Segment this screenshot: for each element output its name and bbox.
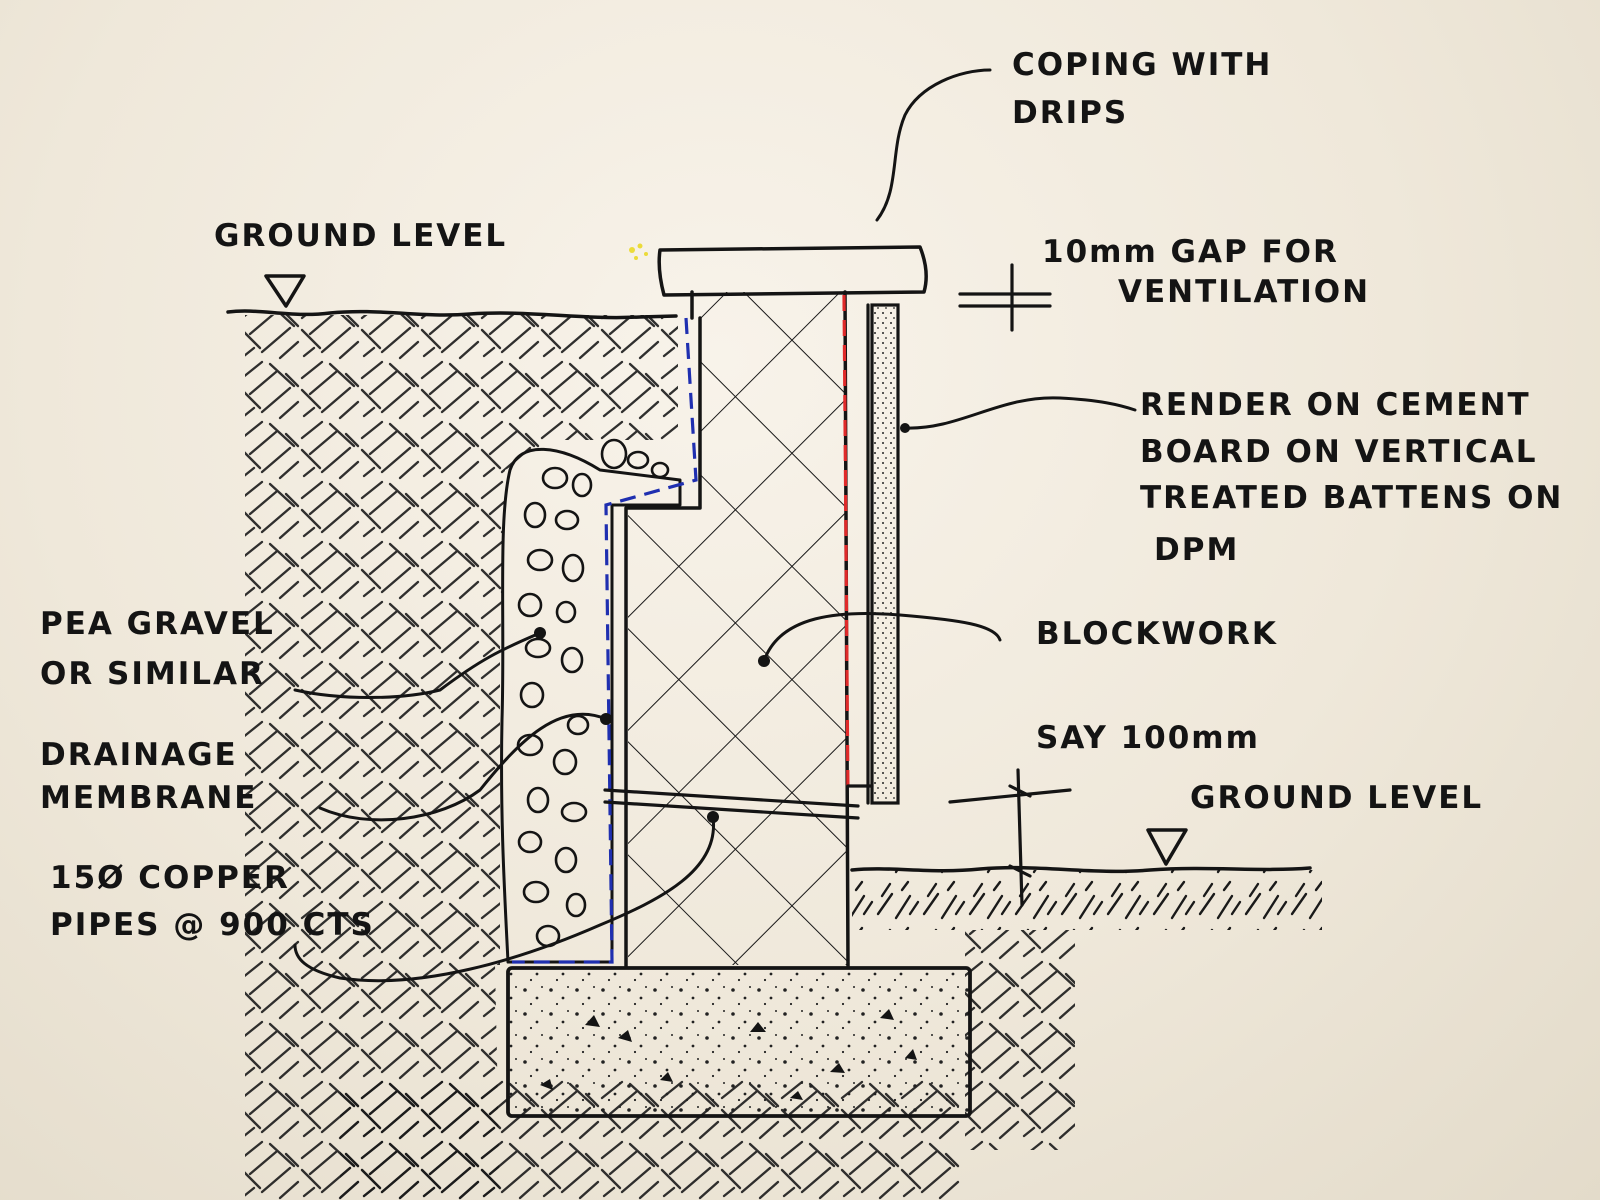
highlighter-marks — [629, 243, 648, 260]
blockwork-wall — [628, 292, 848, 965]
copper-pipe — [603, 788, 860, 820]
label-ground-level-upper: GROUND LEVEL — [214, 218, 507, 254]
label-render-line4: DPM — [1154, 532, 1239, 568]
label-ground-level-lower: GROUND LEVEL — [1190, 780, 1483, 816]
leader-pea-gravel — [293, 631, 542, 699]
label-pea-gravel-line2: OR SIMILAR — [40, 656, 265, 692]
ground-level-marker-lower — [1146, 828, 1188, 866]
ground-line-upper — [226, 309, 678, 320]
label-say-100mm: SAY 100mm — [1036, 720, 1260, 756]
label-pipes-line2: PIPES @ 900 CTS — [50, 907, 375, 943]
label-drainage-line2: MEMBRANE — [40, 780, 258, 816]
label-drainage-line1: DRAINAGE — [40, 737, 238, 773]
ventilation-gap-dimension — [958, 263, 1052, 332]
label-pea-gravel-line1: PEA GRAVEL — [40, 606, 275, 642]
label-coping-line1: COPING WITH — [1012, 47, 1272, 83]
ground-line-lower — [850, 865, 1312, 874]
coping-stone — [657, 245, 928, 297]
label-pipes-line1: 15Ø COPPER — [50, 860, 290, 896]
leader-lines — [293, 68, 1137, 983]
low-ground-hatch-deep — [965, 930, 1075, 1150]
leader-drainage — [318, 712, 608, 822]
label-render-line1: RENDER ON CEMENT — [1140, 387, 1531, 423]
label-render-line3: TREATED BATTENS ON — [1140, 480, 1563, 516]
ground-level-marker-upper — [264, 274, 306, 308]
label-blockwork: BLOCKWORK — [1036, 616, 1278, 652]
leader-render — [903, 396, 1137, 430]
drainage-membrane-line — [512, 317, 698, 964]
label-gap-line2: VENTILATION — [1118, 274, 1370, 310]
label-coping-line2: DRIPS — [1012, 95, 1128, 131]
leader-dots — [534, 423, 910, 823]
footing-aggregate — [540, 1009, 917, 1100]
label-gap-line1: 10mm GAP FOR — [1042, 234, 1339, 270]
leader-coping — [875, 68, 992, 222]
label-render-line2: BOARD ON VERTICAL — [1140, 434, 1537, 470]
low-ground-hatch — [852, 870, 1322, 930]
leader-blockwork — [762, 611, 1002, 663]
clearance-dimension — [948, 768, 1072, 907]
concrete-footing — [506, 966, 972, 1118]
dpm-line — [842, 294, 850, 796]
leader-pipes — [293, 815, 715, 983]
render-board — [870, 303, 900, 805]
pea-gravel-fill — [500, 447, 682, 964]
